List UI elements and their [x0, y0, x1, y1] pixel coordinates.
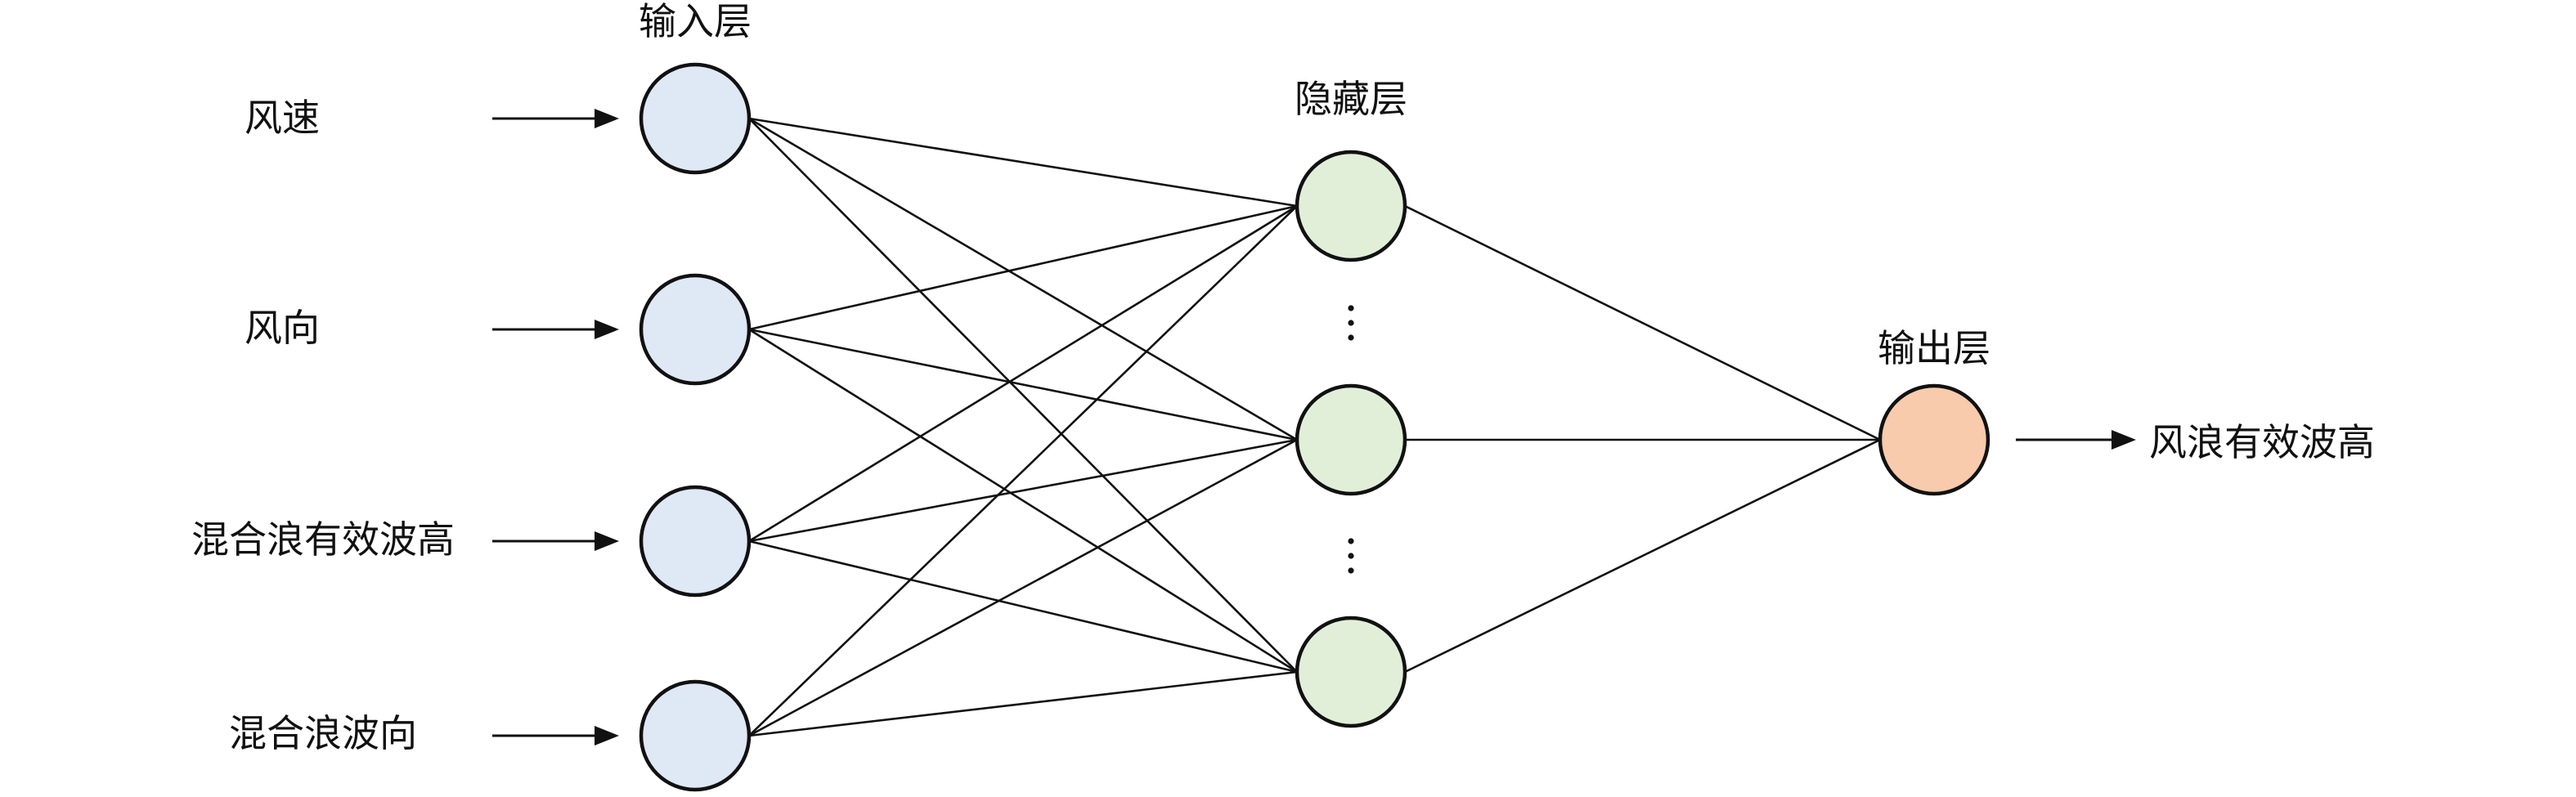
edge-input-2-hidden-0	[748, 204, 1298, 543]
input-label-wind-direction: 风向	[245, 306, 320, 350]
input-arrow-2-head	[595, 531, 619, 551]
edge-input-3-hidden-2	[748, 670, 1298, 737]
edge-input-0-hidden-2	[748, 118, 1298, 673]
input-layer-title: 输入层	[639, 0, 752, 43]
input-label-mixed-wave-height: 混合浪有效波高	[191, 517, 455, 562]
input-arrow-3-head	[595, 726, 619, 746]
connection-edges	[748, 117, 1881, 737]
output-layer-title: 输出层	[1878, 326, 1990, 370]
ellipsis-1-dot-1	[1348, 553, 1354, 559]
ellipsis-0-dot-0	[1348, 305, 1354, 311]
ellipsis-1-dot-0	[1348, 538, 1354, 544]
hidden-layer-title: 隐藏层	[1295, 77, 1407, 121]
input-arrow-1-head	[595, 320, 619, 339]
edge-hidden-0-output-0	[1404, 204, 1881, 441]
input-arrow-0-head	[595, 109, 619, 128]
edge-input-2-hidden-2	[748, 540, 1298, 674]
input-node-0	[639, 62, 752, 175]
arrows	[492, 109, 2136, 746]
edge-input-3-hidden-0	[748, 205, 1298, 737]
network-nodes	[639, 62, 1990, 792]
edge-input-1-hidden-1	[748, 328, 1298, 441]
output-label-wind-wave-height: 风浪有效波高	[2149, 420, 2375, 464]
hidden-node-0	[1295, 150, 1407, 262]
input-node-2	[639, 485, 752, 598]
edge-input-3-hidden-1	[748, 438, 1298, 737]
ellipsis-0-dot-1	[1348, 320, 1354, 326]
input-label-wind-speed: 风速	[245, 96, 320, 140]
edge-input-2-hidden-1	[748, 438, 1298, 543]
ellipsis-0-dot-2	[1348, 334, 1354, 341]
edge-input-1-hidden-2	[748, 328, 1298, 674]
output-arrow-head	[2112, 430, 2136, 450]
input-label-mixed-wave-direction: 混合浪波向	[229, 711, 417, 755]
hidden-node-2	[1295, 616, 1407, 728]
hidden-node-1	[1295, 383, 1407, 496]
input-node-1	[639, 273, 752, 386]
ellipsis-1-dot-2	[1348, 567, 1354, 574]
output-node-0	[1878, 383, 1990, 496]
edge-input-1-hidden-0	[748, 204, 1298, 331]
edge-input-0-hidden-0	[748, 117, 1298, 208]
hidden-layer-ellipses	[1348, 305, 1354, 574]
input-node-3	[639, 679, 752, 792]
edge-hidden-2-output-0	[1404, 438, 1881, 674]
edge-input-0-hidden-1	[748, 117, 1298, 441]
